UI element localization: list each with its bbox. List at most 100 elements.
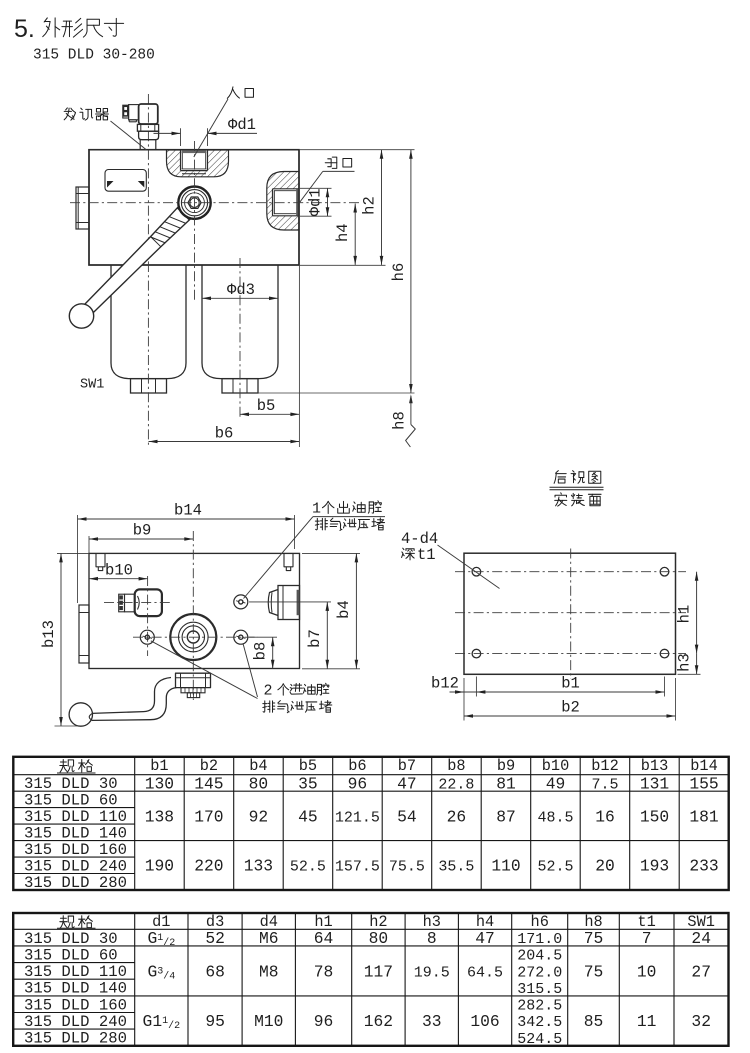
svg-text:b4: b4 bbox=[335, 600, 353, 619]
svg-text:b1: b1 bbox=[150, 757, 168, 775]
svg-text:M10: M10 bbox=[254, 1012, 283, 1031]
svg-text:7: 7 bbox=[642, 929, 652, 948]
svg-text:315 DLD 60: 315 DLD 60 bbox=[24, 947, 118, 965]
svg-text:11: 11 bbox=[637, 1012, 657, 1031]
svg-text:75.5: 75.5 bbox=[389, 859, 425, 876]
svg-text:d3: d3 bbox=[206, 913, 224, 931]
svg-text:Φd1: Φd1 bbox=[228, 116, 256, 134]
svg-text:95: 95 bbox=[205, 1012, 225, 1031]
svg-text:282.5: 282.5 bbox=[517, 998, 562, 1015]
svg-text:b10: b10 bbox=[542, 757, 570, 775]
svg-text:1: 1 bbox=[312, 501, 321, 518]
svg-text:204.5: 204.5 bbox=[517, 948, 562, 965]
svg-text:20: 20 bbox=[595, 857, 615, 876]
svg-text:96: 96 bbox=[314, 1012, 334, 1031]
svg-text:4-d4: 4-d4 bbox=[401, 530, 438, 548]
svg-text:24: 24 bbox=[691, 929, 711, 948]
svg-text:131: 131 bbox=[640, 774, 669, 793]
svg-text:130: 130 bbox=[145, 774, 174, 793]
svg-text:b4: b4 bbox=[249, 757, 267, 775]
svg-text:121.5: 121.5 bbox=[335, 809, 380, 826]
svg-text:b14: b14 bbox=[174, 502, 202, 520]
svg-text:96: 96 bbox=[348, 774, 368, 793]
svg-text:48.5: 48.5 bbox=[537, 809, 573, 826]
svg-text:h2: h2 bbox=[361, 196, 379, 215]
svg-text:SW1: SW1 bbox=[80, 378, 104, 393]
svg-text:315 DLD 280: 315 DLD 280 bbox=[24, 1030, 127, 1048]
svg-text:h4: h4 bbox=[334, 223, 352, 242]
svg-text:155: 155 bbox=[689, 774, 718, 793]
svg-text:315.5: 315.5 bbox=[517, 981, 562, 998]
svg-text:315 DLD 30-280: 315 DLD 30-280 bbox=[33, 48, 155, 64]
svg-text:68: 68 bbox=[205, 962, 225, 981]
svg-text:33: 33 bbox=[422, 1012, 442, 1031]
svg-text:b12: b12 bbox=[431, 675, 459, 693]
svg-text:193: 193 bbox=[640, 857, 669, 876]
svg-text:h8: h8 bbox=[584, 913, 602, 931]
svg-text:22.8: 22.8 bbox=[438, 776, 474, 793]
svg-text:b5: b5 bbox=[299, 757, 317, 775]
svg-text:315 DLD 240: 315 DLD 240 bbox=[24, 1013, 127, 1031]
svg-text:80: 80 bbox=[369, 929, 389, 948]
svg-text:315 DLD 30: 315 DLD 30 bbox=[24, 775, 118, 793]
svg-text:87: 87 bbox=[496, 807, 516, 826]
svg-text:315 DLD 160: 315 DLD 160 bbox=[24, 841, 127, 859]
svg-text:150: 150 bbox=[640, 807, 669, 826]
svg-text:b12: b12 bbox=[591, 757, 619, 775]
svg-text:272.0: 272.0 bbox=[517, 964, 562, 981]
svg-text:8: 8 bbox=[427, 929, 437, 948]
svg-text:315 DLD 140: 315 DLD 140 bbox=[24, 980, 127, 998]
svg-text:b13: b13 bbox=[641, 757, 669, 775]
svg-text:b8: b8 bbox=[252, 642, 270, 661]
svg-text:315 DLD 60: 315 DLD 60 bbox=[24, 792, 118, 810]
svg-text:315 DLD 240: 315 DLD 240 bbox=[24, 858, 127, 876]
svg-text:47: 47 bbox=[475, 929, 495, 948]
svg-text:52: 52 bbox=[205, 929, 225, 948]
svg-text:b1: b1 bbox=[561, 675, 580, 693]
svg-text:117: 117 bbox=[364, 962, 393, 981]
svg-text:145: 145 bbox=[194, 774, 223, 793]
svg-text:78: 78 bbox=[314, 962, 334, 981]
svg-text:t1: t1 bbox=[637, 913, 655, 931]
svg-text:315 DLD 110: 315 DLD 110 bbox=[24, 808, 127, 826]
svg-text:315 DLD 110: 315 DLD 110 bbox=[24, 963, 127, 981]
svg-text:10: 10 bbox=[637, 962, 657, 981]
svg-text:47: 47 bbox=[397, 774, 417, 793]
svg-text:45: 45 bbox=[298, 807, 318, 826]
svg-text:16: 16 bbox=[595, 807, 615, 826]
svg-text:SW1: SW1 bbox=[687, 913, 715, 931]
svg-text:b7: b7 bbox=[398, 757, 416, 775]
svg-text:162: 162 bbox=[364, 1012, 393, 1031]
svg-text:190: 190 bbox=[145, 857, 174, 876]
svg-text:52.5: 52.5 bbox=[290, 859, 326, 876]
svg-text:157.5: 157.5 bbox=[335, 859, 380, 876]
svg-text:54: 54 bbox=[397, 807, 417, 826]
svg-text:2: 2 bbox=[263, 683, 272, 700]
svg-text:b8: b8 bbox=[447, 757, 465, 775]
svg-text:5.: 5. bbox=[14, 15, 35, 43]
svg-text:b5: b5 bbox=[257, 397, 276, 415]
svg-text:92: 92 bbox=[249, 807, 269, 826]
svg-text:110: 110 bbox=[491, 857, 520, 876]
svg-text:t1: t1 bbox=[417, 546, 436, 564]
svg-text:h6: h6 bbox=[531, 913, 549, 931]
svg-text:M8: M8 bbox=[259, 962, 279, 981]
svg-text:26: 26 bbox=[447, 807, 467, 826]
svg-text:h8: h8 bbox=[391, 411, 409, 430]
svg-text:342.5: 342.5 bbox=[517, 1014, 562, 1031]
svg-text:7.5: 7.5 bbox=[591, 776, 618, 793]
svg-text:35.5: 35.5 bbox=[438, 859, 474, 876]
svg-text:81: 81 bbox=[496, 774, 516, 793]
svg-text:315 DLD 30: 315 DLD 30 bbox=[24, 930, 118, 948]
svg-text:35: 35 bbox=[298, 774, 318, 793]
svg-text:h1: h1 bbox=[676, 605, 694, 624]
svg-text:b9: b9 bbox=[133, 522, 152, 540]
svg-text:M6: M6 bbox=[259, 929, 279, 948]
svg-text:49: 49 bbox=[546, 774, 566, 793]
svg-text:233: 233 bbox=[689, 857, 718, 876]
svg-text:138: 138 bbox=[145, 807, 174, 826]
svg-text:d4: d4 bbox=[260, 913, 278, 931]
svg-text:315 DLD 140: 315 DLD 140 bbox=[24, 825, 127, 843]
svg-text:h1: h1 bbox=[314, 913, 332, 931]
svg-text:b10: b10 bbox=[105, 562, 133, 580]
